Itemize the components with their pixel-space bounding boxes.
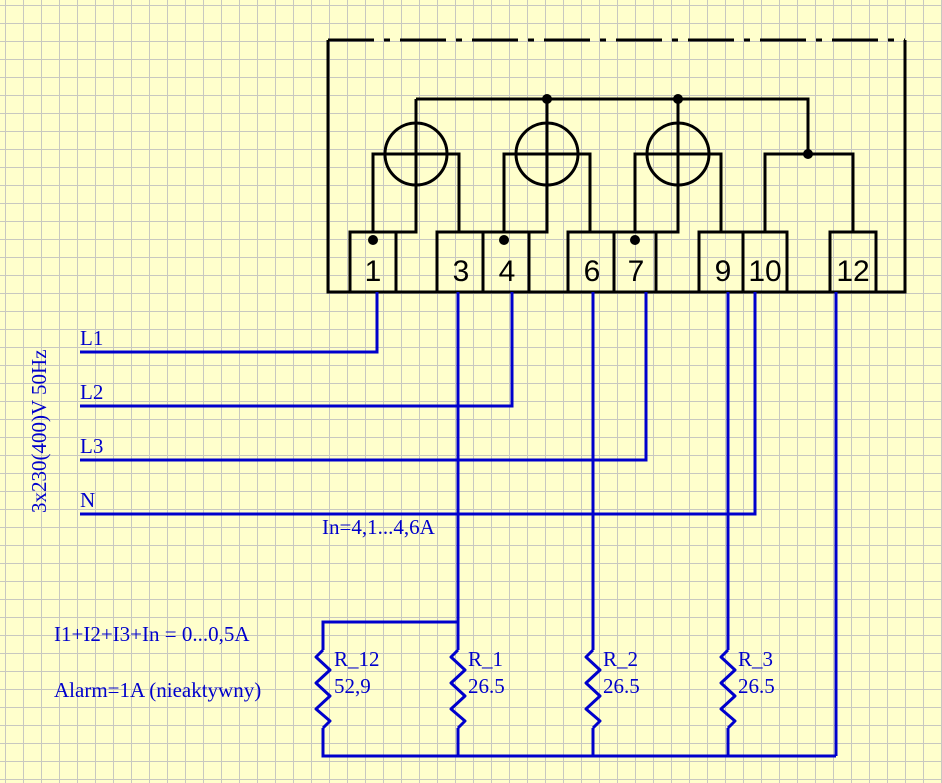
neutral-current-label: In=4,1...4,6A: [322, 515, 436, 539]
resistor-r2: [584, 648, 602, 730]
terminal-10-box: [741, 230, 789, 294]
resistor-r1-value: 26.5: [468, 674, 505, 698]
line-label-l2: L2: [80, 380, 103, 404]
terminal-12-label: 12: [836, 255, 869, 288]
resistor-r2-value: 26.5: [603, 674, 640, 698]
terminal-6-label: 6: [584, 255, 601, 288]
terminal-4-box: [481, 230, 531, 294]
terminal-1-box: [348, 230, 398, 294]
wire-n: [80, 292, 757, 516]
resistor-r1-name: R_1: [468, 647, 503, 671]
line-label-l1: L1: [80, 326, 103, 350]
wire-resistor-returns: [456, 728, 730, 756]
sum-current-label: I1+I2+I3+In = 0...0,5A: [54, 622, 250, 646]
terminal-7-box: [612, 230, 658, 294]
wire-l2: [80, 292, 514, 408]
terminal-12-box: [828, 230, 878, 294]
resistor-r12-name: R_12: [334, 647, 380, 671]
coil-3: [645, 121, 711, 187]
coil-2: [514, 121, 580, 187]
terminal-4-label: 4: [499, 255, 516, 288]
resistor-r12: [314, 648, 332, 730]
wire-l3: [80, 292, 648, 462]
terminal-block: [348, 230, 878, 294]
supply-voltage-label: 3x230(400)V 50Hz: [27, 349, 51, 513]
resistor-r3-value: 26.5: [738, 674, 775, 698]
terminal-7-label: 7: [628, 255, 645, 288]
wire-return-bus: [321, 728, 836, 758]
resistor-r3: [719, 648, 737, 730]
resistor-r2-name: R_2: [603, 647, 638, 671]
alarm-label: Alarm=1A (nieaktywny): [54, 678, 261, 702]
terminal-10-label: 10: [748, 255, 781, 288]
wire-l1: [80, 292, 379, 354]
line-label-n: N: [80, 488, 95, 512]
resistor-r1: [449, 648, 467, 730]
terminal-3-label: 3: [453, 255, 470, 288]
coil-1: [383, 121, 449, 187]
terminal-9-label: 9: [715, 255, 732, 288]
wire-terminal-3: [321, 292, 460, 650]
terminal-1-label: 1: [365, 255, 382, 288]
resistor-r3-name: R_3: [738, 647, 773, 671]
junction-dots: [368, 94, 813, 245]
line-label-l3: L3: [80, 434, 103, 458]
resistor-r12-value: 52,9: [334, 674, 371, 698]
